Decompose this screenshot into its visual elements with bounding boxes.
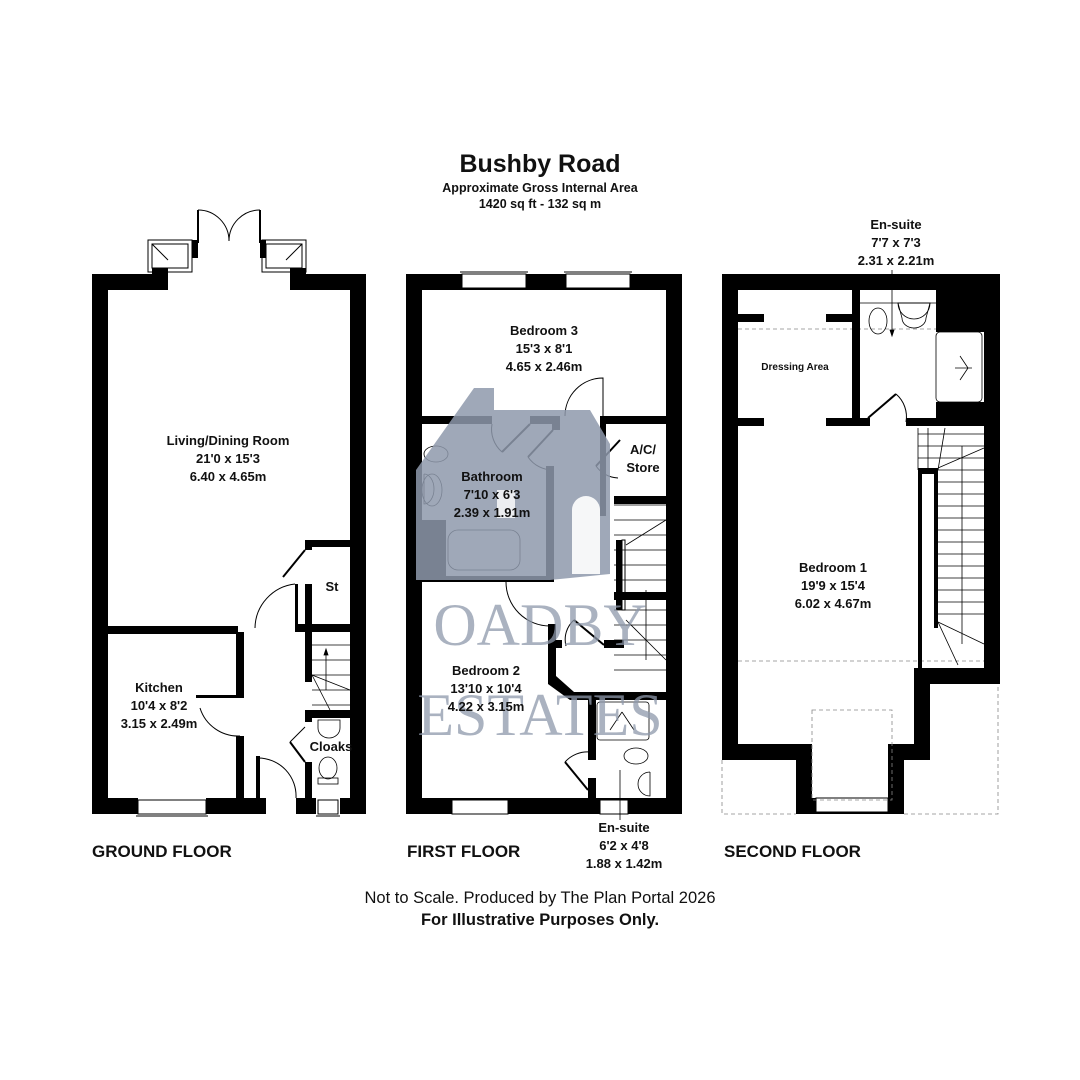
- disclaimer-scale: Not to Scale. Produced by The Plan Porta…: [364, 889, 716, 907]
- room-bedroom-1: Bedroom 1 19'9 x 15'4 6.02 x 4.67m: [795, 560, 872, 611]
- svg-text:Bedroom 3: Bedroom 3: [510, 323, 578, 338]
- room-ac-store: A/C/ Store: [626, 442, 659, 475]
- svg-text:13'10 x 10'4: 13'10 x 10'4: [450, 681, 522, 696]
- ground-floor-label: GROUND FLOOR: [92, 842, 232, 861]
- room-first-ensuite: En-suite 6'2 x 4'8 1.88 x 1.42m: [586, 820, 663, 871]
- second-floor-label: SECOND FLOOR: [724, 842, 861, 861]
- svg-text:1.88 x 1.42m: 1.88 x 1.42m: [586, 856, 663, 871]
- svg-text:21'0 x 15'3: 21'0 x 15'3: [196, 451, 260, 466]
- svg-text:6'2 x 4'8: 6'2 x 4'8: [599, 838, 649, 853]
- svg-text:7'7 x 7'3: 7'7 x 7'3: [871, 235, 921, 250]
- area-subtitle: Approximate Gross Internal Area: [442, 181, 638, 195]
- room-cloaks: Cloaks: [310, 739, 353, 754]
- room-bedroom-2: Bedroom 2 13'10 x 10'4 4.22 x 3.15m: [448, 663, 525, 714]
- room-bedroom-3: Bedroom 3 15'3 x 8'1 4.65 x 2.46m: [506, 323, 583, 374]
- watermark-line2: ESTATES: [417, 682, 662, 748]
- svg-text:En-suite: En-suite: [870, 217, 921, 232]
- svg-text:Bedroom 2: Bedroom 2: [452, 663, 520, 678]
- watermark-line1: OADBY: [433, 592, 646, 658]
- room-bathroom: Bathroom 7'10 x 6'3 2.39 x 1.91m: [454, 469, 531, 520]
- svg-text:Store: Store: [626, 460, 659, 475]
- svg-text:En-suite: En-suite: [598, 820, 649, 835]
- svg-text:Living/Dining Room: Living/Dining Room: [167, 433, 290, 448]
- svg-text:19'9 x 15'4: 19'9 x 15'4: [801, 578, 866, 593]
- svg-text:15'3 x 8'1: 15'3 x 8'1: [516, 341, 573, 356]
- second-floor-plan: [721, 270, 1000, 815]
- svg-text:3.15 x 2.49m: 3.15 x 2.49m: [121, 716, 198, 731]
- gross-area: 1420 sq ft - 132 sq m: [478, 197, 602, 211]
- oadby-estates-watermark: OADBY ESTATES: [416, 388, 663, 748]
- svg-text:2.31 x 2.21m: 2.31 x 2.21m: [858, 253, 935, 268]
- ground-floor-plan: [92, 209, 366, 817]
- svg-text:6.02 x 4.67m: 6.02 x 4.67m: [795, 596, 872, 611]
- svg-text:Kitchen: Kitchen: [135, 680, 183, 695]
- svg-text:Bathroom: Bathroom: [461, 469, 522, 484]
- svg-text:7'10 x 6'3: 7'10 x 6'3: [464, 487, 521, 502]
- disclaimer-illustrative: For Illustrative Purposes Only.: [420, 911, 660, 929]
- room-dressing-area: Dressing Area: [761, 362, 829, 373]
- svg-text:4.65 x 2.46m: 4.65 x 2.46m: [506, 359, 583, 374]
- property-title: Bushby Road: [459, 150, 621, 178]
- svg-text:4.22 x 3.15m: 4.22 x 3.15m: [448, 699, 525, 714]
- svg-text:2.39 x 1.91m: 2.39 x 1.91m: [454, 505, 531, 520]
- first-floor-label: FIRST FLOOR: [407, 842, 521, 861]
- room-store: St: [326, 579, 340, 594]
- room-kitchen: Kitchen 10'4 x 8'2 3.15 x 2.49m: [121, 680, 198, 731]
- svg-text:Bedroom 1: Bedroom 1: [799, 560, 867, 575]
- house-logo-icon: [416, 388, 610, 580]
- room-living-dining: Living/Dining Room 21'0 x 15'3 6.40 x 4.…: [167, 433, 290, 484]
- room-second-ensuite: En-suite 7'7 x 7'3 2.31 x 2.21m: [858, 217, 935, 268]
- svg-text:A/C/: A/C/: [630, 442, 656, 457]
- svg-text:10'4 x 8'2: 10'4 x 8'2: [131, 698, 188, 713]
- svg-text:6.40 x 4.65m: 6.40 x 4.65m: [190, 469, 267, 484]
